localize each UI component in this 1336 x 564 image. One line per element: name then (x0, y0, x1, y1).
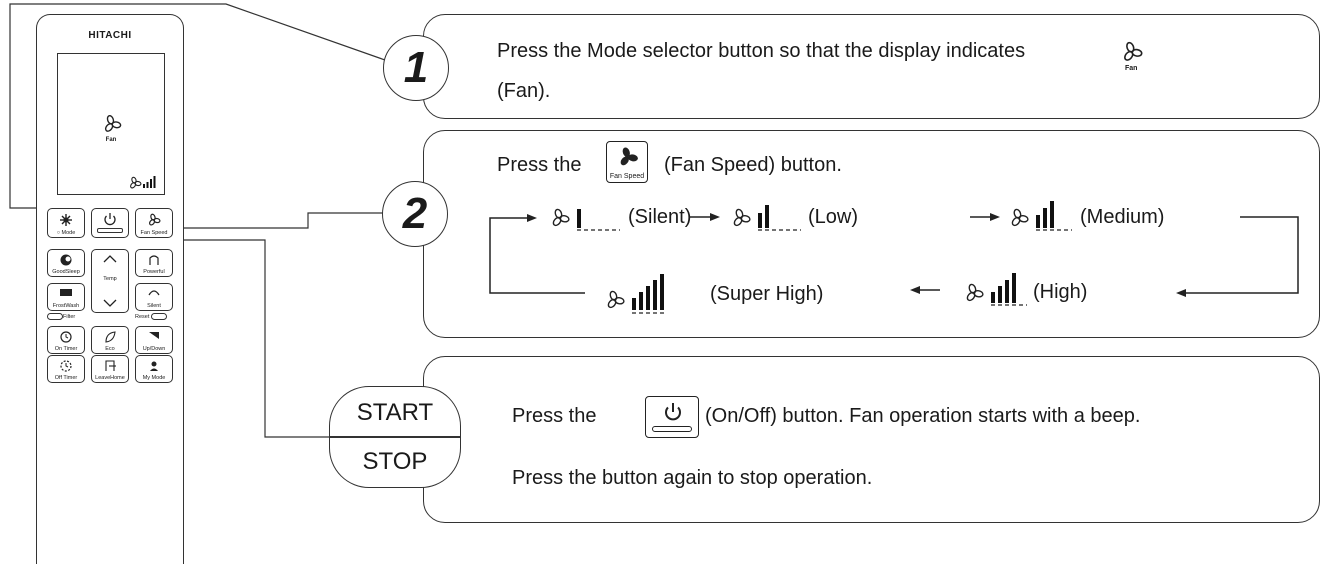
step-3-press-the: Press the (512, 405, 597, 427)
fan-icon (1124, 41, 1143, 61)
step-2-press-the: Press the (497, 154, 582, 176)
speed-silent-label: (Silent) (628, 206, 692, 228)
power-button[interactable] (91, 208, 129, 238)
speed-low-label: (Low) (808, 206, 859, 228)
step-3-box (423, 356, 1320, 523)
step-3-line-1: (On/Off) button. Fan operation starts wi… (705, 405, 1141, 427)
fan-icon (104, 115, 122, 132)
speed-medium-icon (1011, 201, 1072, 231)
powerful-button[interactable]: Powerful (135, 249, 173, 277)
brand-logo: HITACHI (88, 30, 132, 41)
speed-silent-icon (552, 208, 620, 231)
mode-button[interactable]: ○ Mode (47, 208, 85, 238)
fan-icon-label: Fan (1125, 65, 1138, 72)
moon-icon (60, 254, 72, 266)
on-off-key-icon (645, 396, 699, 438)
fan-speed-key-label: Fan Speed (609, 173, 645, 180)
speed-high-icon (966, 273, 1027, 306)
filter-button[interactable]: Filter (47, 313, 75, 320)
swing-icon (149, 332, 159, 339)
powerful-icon (149, 255, 159, 265)
on-timer-button[interactable]: On Timer (47, 326, 85, 354)
up-arrow-icon (103, 255, 117, 263)
remote-display: Fan (57, 53, 165, 195)
leave-home-button[interactable]: LeaveHome (91, 355, 129, 383)
step-1-box (423, 14, 1320, 119)
my-mode-button[interactable]: My Mode (135, 355, 173, 383)
down-arrow-icon (103, 299, 117, 307)
eco-button[interactable]: Eco (91, 326, 129, 354)
reset-button[interactable]: Reset (135, 313, 167, 320)
fan-speed-key-icon: Fan Speed (606, 141, 648, 183)
leaf-icon (105, 331, 116, 343)
remote-control: HITACHI Fan ○ Mode (36, 14, 184, 564)
step-2-button-text: (Fan Speed) button. (664, 154, 842, 176)
speed-high-label: (High) (1033, 281, 1088, 303)
fan-speed-indicator-icon (130, 176, 156, 189)
step-2-box (423, 130, 1320, 338)
fan-icon (620, 147, 638, 166)
speed-super-high-label: (Super High) (710, 283, 824, 305)
speed-super-high-icon (607, 274, 664, 314)
fan-speed-button[interactable]: Fan Speed (135, 208, 173, 238)
power-icon (665, 403, 681, 421)
mode-icon (60, 214, 72, 226)
step-3-line-2: Press the button again to stop operation… (512, 467, 873, 489)
speed-medium-label: (Medium) (1080, 206, 1165, 228)
good-sleep-button[interactable]: GoodSleep (47, 249, 85, 277)
silent-button[interactable]: Silent (135, 283, 173, 311)
step-1-badge: 1 (383, 35, 449, 101)
off-timer-button[interactable]: Off Timer (47, 355, 85, 383)
clock-icon (60, 360, 72, 372)
start-label: START (329, 386, 461, 437)
clock-icon (60, 331, 72, 343)
speed-low-icon (733, 205, 801, 231)
step-1-line-1: Press the Mode selector button so that t… (497, 40, 1026, 62)
step-1-line-2: (Fan). (497, 80, 551, 102)
person-star-icon (150, 361, 158, 371)
door-icon (105, 360, 116, 371)
frost-wash-button[interactable]: FrostWash (47, 283, 85, 311)
display-fan-label: Fan (105, 137, 117, 143)
step-2-badge: 2 (382, 181, 448, 247)
up-down-button[interactable]: Up/Down (135, 326, 173, 354)
temp-button[interactable]: Temp (91, 249, 129, 313)
frost-wash-icon (60, 289, 72, 296)
silent-icon (148, 290, 160, 296)
fan-icon (149, 213, 161, 226)
stop-label: STOP (329, 437, 461, 488)
power-icon (104, 213, 116, 226)
